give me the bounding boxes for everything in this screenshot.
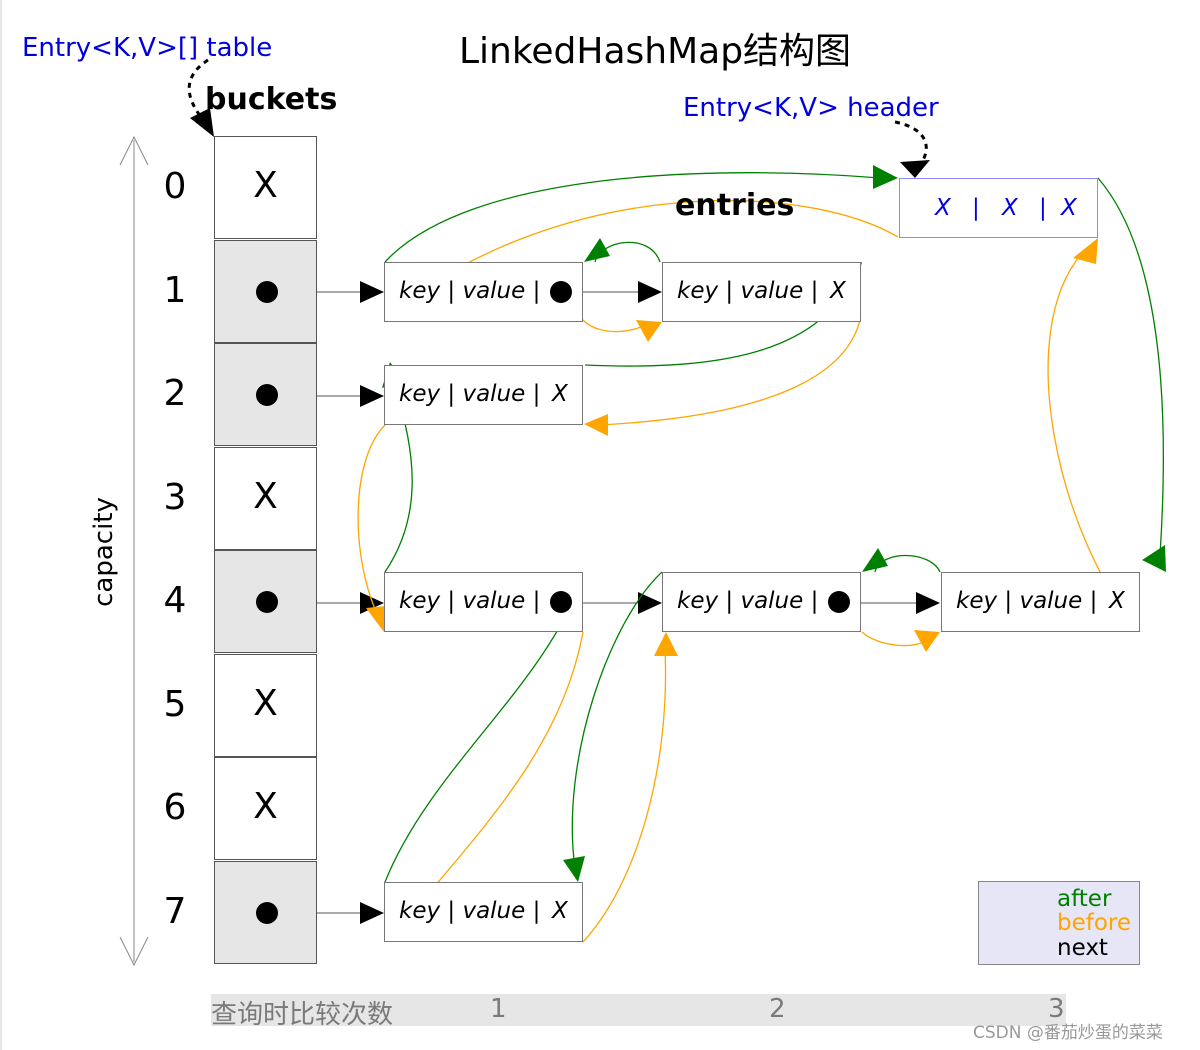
legend-next: next — [1057, 935, 1108, 961]
next-pointer-dot — [550, 591, 572, 613]
legend-after: after — [1057, 886, 1112, 912]
comparison-count-bar: 查询时比较次数 1 2 3 — [211, 994, 1066, 1030]
bucket-index: 3 — [163, 477, 187, 518]
bucket-index: 6 — [163, 787, 187, 828]
bucket-index: 7 — [163, 891, 187, 932]
bucket-pointer-dot — [256, 902, 278, 924]
header-pointer-arrowhead — [900, 160, 930, 178]
entry-node: key | value | X — [941, 572, 1140, 632]
null-next-mark: X — [1109, 588, 1125, 614]
entry-node: key | value | X — [384, 365, 583, 425]
comparison-count-label: 查询时比较次数 — [211, 1000, 394, 1030]
bucket-cell — [214, 343, 317, 446]
bucket-cell — [214, 550, 317, 653]
empty-bucket-mark: X — [253, 165, 278, 206]
entry-node: key | value | — [384, 262, 583, 322]
empty-bucket-mark: X — [253, 786, 278, 827]
bucket-cell: X — [214, 654, 317, 757]
comparison-tick: 1 — [490, 994, 507, 1024]
comparison-tick: 3 — [1048, 994, 1065, 1024]
header-pointer-arrow — [894, 120, 928, 163]
entry-text: key | value | — [399, 278, 541, 304]
bucket-index: 2 — [163, 373, 187, 414]
entry-text: key | value | — [399, 588, 541, 614]
bucket-cell — [214, 861, 317, 964]
entry-node: key | value | — [662, 572, 861, 632]
entry-node: key | value | X — [384, 882, 583, 942]
null-next-mark: X — [552, 381, 568, 407]
buckets-label: buckets — [205, 82, 338, 117]
bucket-cell: X — [214, 447, 317, 550]
null-next-mark: X — [830, 278, 846, 304]
bucket-pointer-dot — [256, 281, 278, 303]
bucket-index: 0 — [163, 166, 187, 207]
header-field: X — [1061, 195, 1077, 221]
bucket-cell — [214, 240, 317, 343]
legend: after before next — [978, 881, 1140, 965]
bucket-index: 4 — [163, 580, 187, 621]
header-field: X — [935, 195, 951, 221]
null-next-mark: X — [552, 898, 568, 924]
header-entry: X | X | X — [899, 178, 1098, 238]
next-pointer-dot — [828, 591, 850, 613]
next-pointer-dot — [550, 281, 572, 303]
bucket-cell: X — [214, 757, 317, 860]
header-label: Entry<K,V> header — [683, 93, 939, 123]
bucket-index: 1 — [163, 270, 187, 311]
entry-text: key | value | — [399, 381, 541, 407]
capacity-arrow — [119, 135, 149, 967]
watermark: CSDN @番茄炒蛋的菜菜 — [973, 1023, 1163, 1043]
table-pointer-arrowhead — [190, 108, 214, 137]
entries-label: entries — [675, 188, 795, 223]
entry-text: key | value | — [956, 588, 1098, 614]
bucket-pointer-dot — [256, 591, 278, 613]
bucket-index: 5 — [163, 684, 187, 725]
capacity-label: capacity — [89, 497, 119, 607]
header-separator: | — [972, 195, 980, 221]
empty-bucket-mark: X — [253, 476, 278, 517]
entry-text: key | value | — [399, 898, 541, 924]
entry-node: key | value | X — [662, 262, 861, 322]
entry-text: key | value | — [677, 278, 819, 304]
table-label: Entry<K,V>[] table — [22, 33, 273, 63]
diagram-title: LinkedHashMap结构图 — [458, 31, 852, 72]
entry-node: key | value | — [384, 572, 583, 632]
header-field: X — [1002, 195, 1018, 221]
entry-text: key | value | — [677, 588, 819, 614]
comparison-tick: 2 — [769, 994, 786, 1024]
empty-bucket-mark: X — [253, 683, 278, 724]
legend-before: before — [1057, 910, 1132, 936]
bucket-pointer-dot — [256, 384, 278, 406]
bucket-cell: X — [214, 136, 317, 239]
header-separator: | — [1039, 195, 1047, 221]
